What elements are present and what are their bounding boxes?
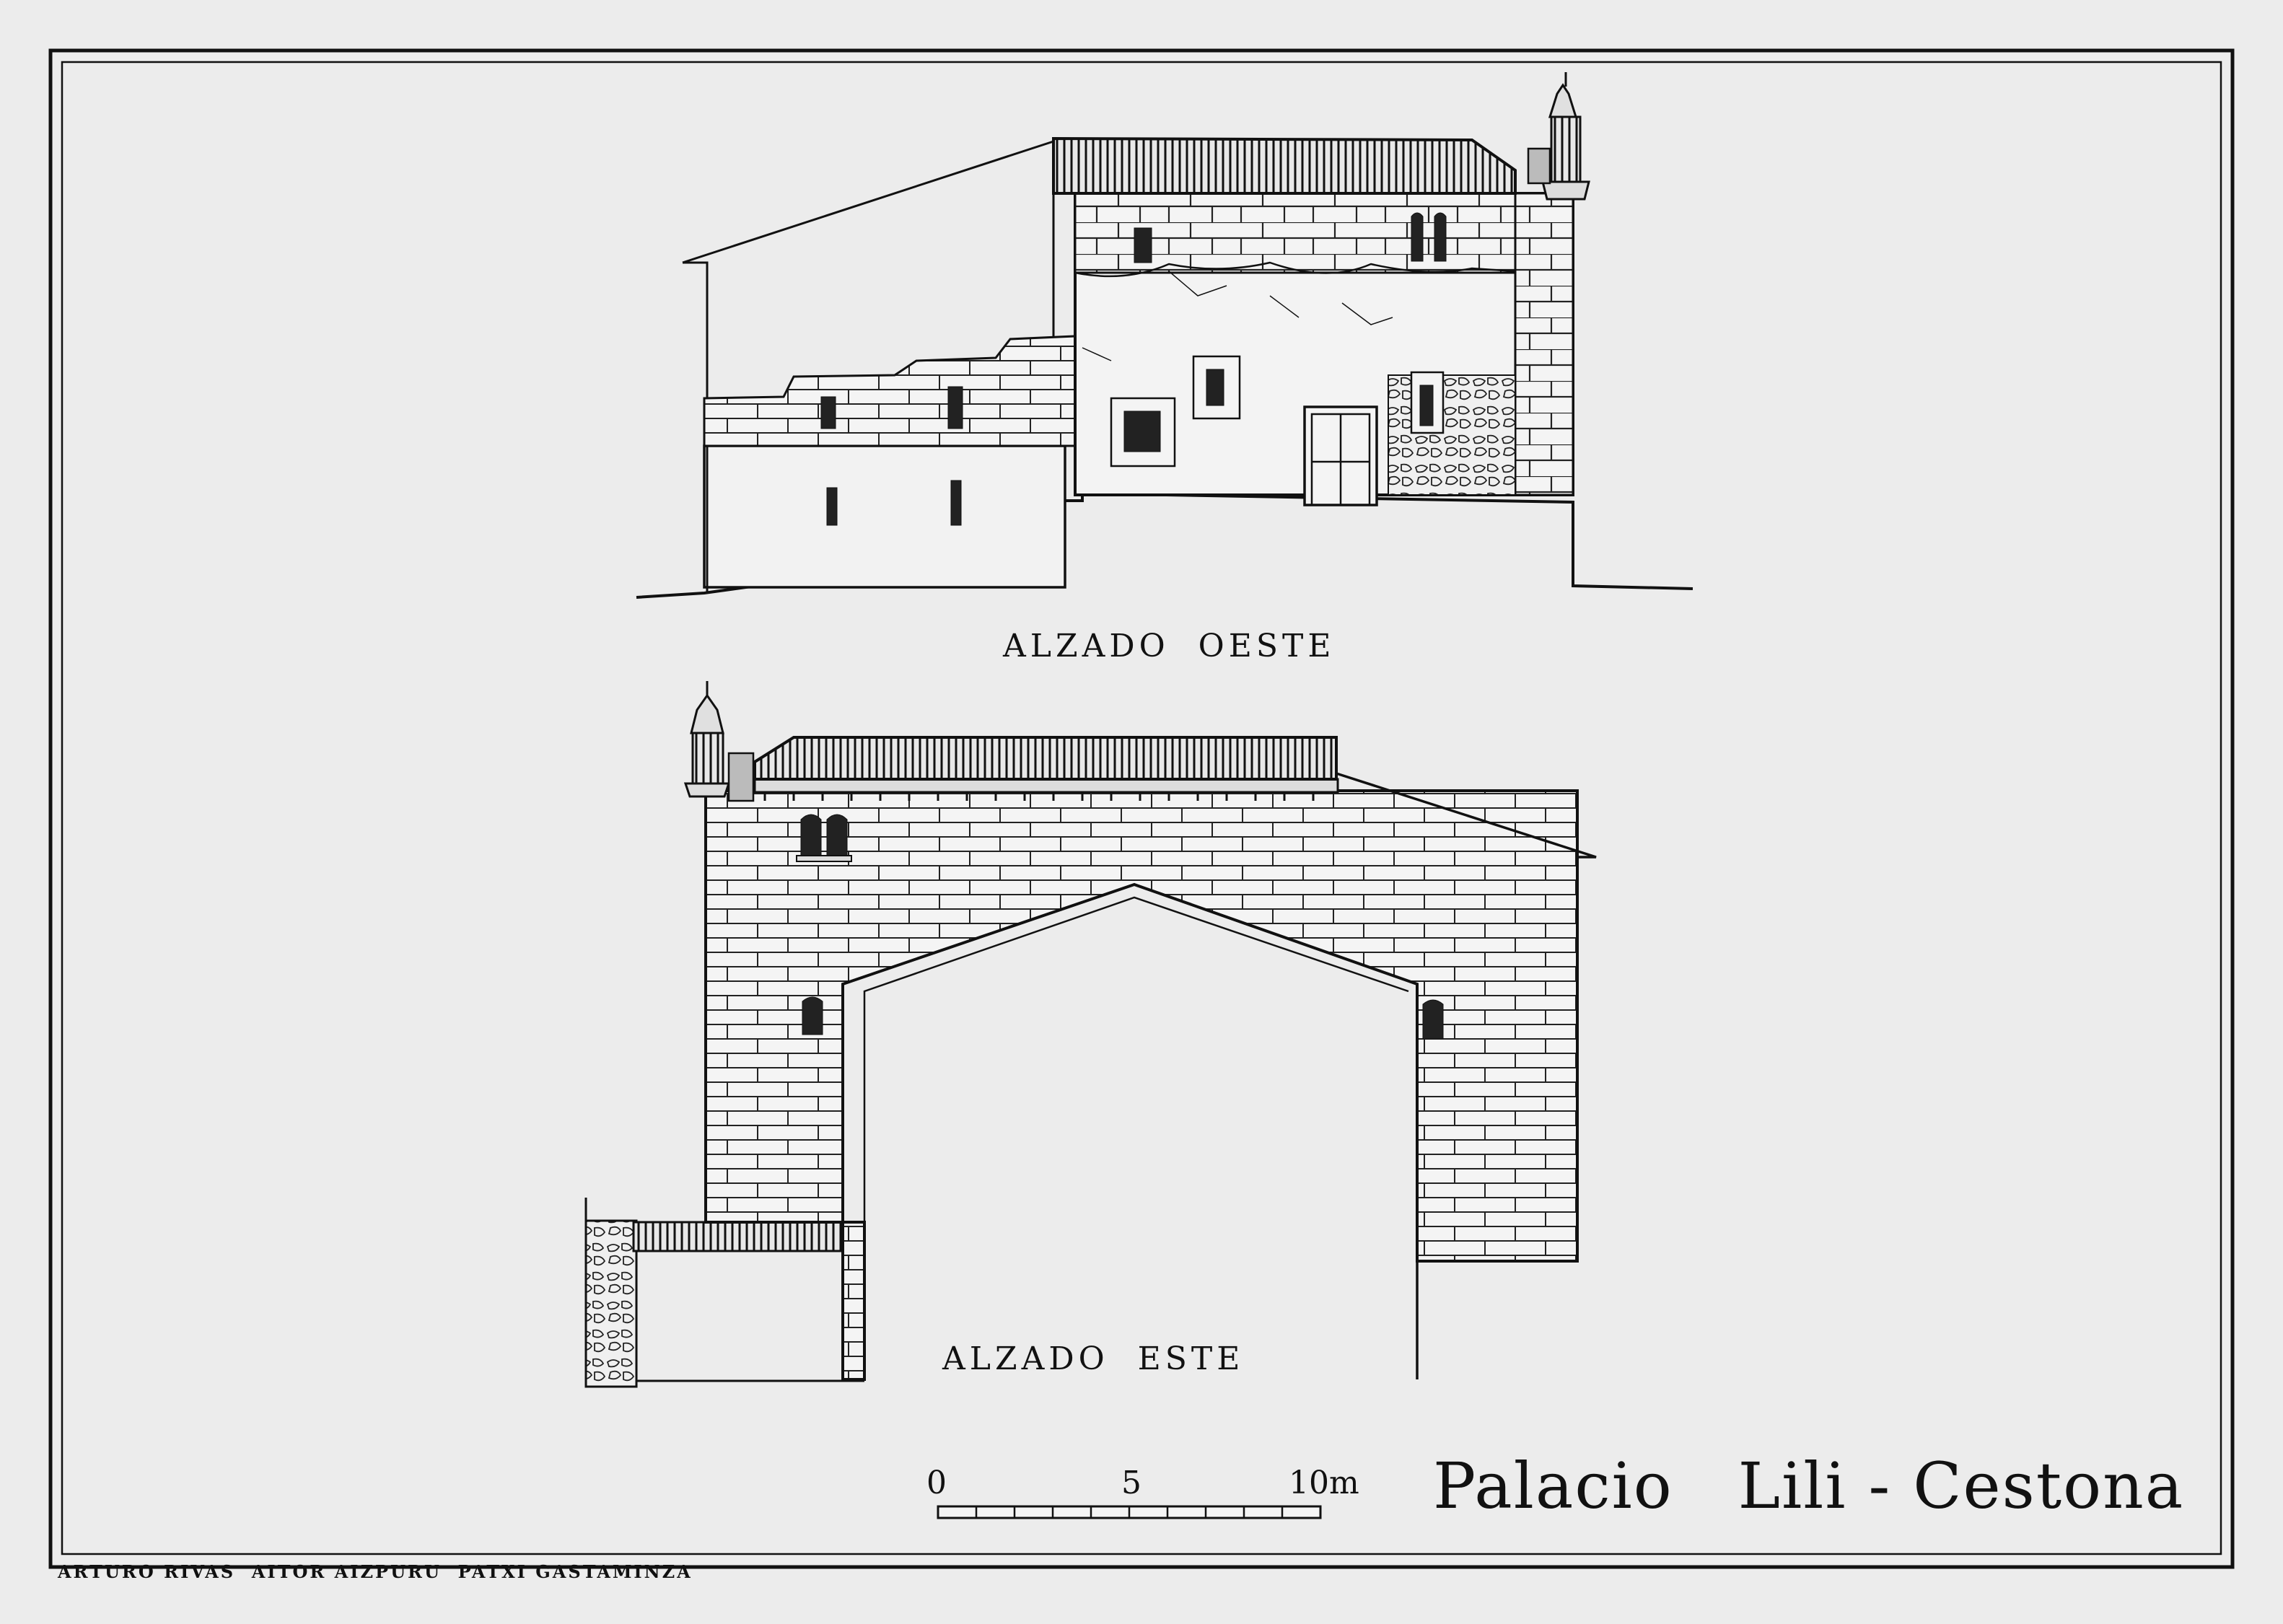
drawing-title: Palacio Lili - Cestona [1433,1449,2185,1523]
scale-label-end: 10m [1289,1465,1359,1501]
sheet-frame-inner [61,61,2222,1555]
west-elevation-label: ALZADO OESTE [1003,628,1336,664]
author-credits: ARTURO RIVAS AITOR AIZPURU PATXI GASTAMI… [58,1561,693,1582]
scale-label-start: 0 [926,1465,947,1501]
east-elevation-label: ALZADO ESTE [942,1340,1245,1377]
sheet-frame-outer [48,48,2235,1569]
west-elevation [636,72,1693,599]
east-elevation [584,681,1597,1388]
scale-label-mid: 5 [1121,1465,1142,1501]
scale-bar-graphic [937,1505,1322,1519]
